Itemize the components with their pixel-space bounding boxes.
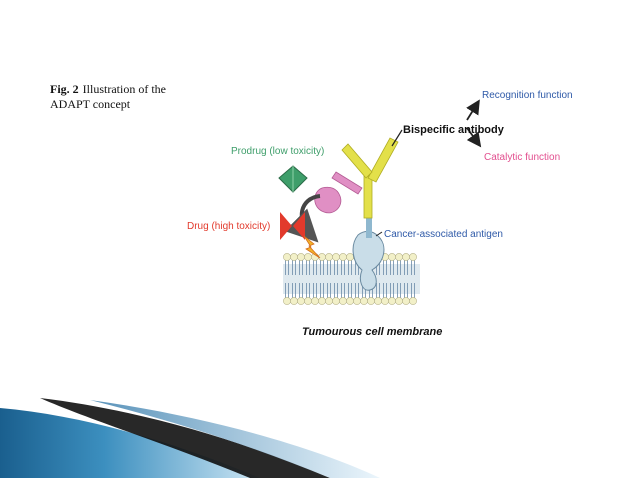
caption-label: Fig. 2 bbox=[50, 82, 79, 96]
cancer-antigen bbox=[352, 212, 385, 291]
drug-shape bbox=[280, 212, 305, 240]
antigen-label: Cancer-associated antigen bbox=[384, 229, 503, 240]
recognition-function-label: Recognition function bbox=[482, 90, 573, 101]
antibody-pointer bbox=[391, 129, 403, 147]
prodrug-label: Prodrug (low toxicity) bbox=[231, 146, 324, 157]
caption-text: Illustration of the ADAPT concept bbox=[50, 82, 166, 111]
bispecific-antibody-label: Bispecific antibody bbox=[403, 124, 505, 136]
bispecific-antibody bbox=[314, 137, 399, 219]
prodrug-shape bbox=[278, 165, 308, 193]
catalytic-function-label: Catalytic function bbox=[484, 152, 560, 163]
lightning-icon bbox=[303, 235, 321, 259]
recognition-arrow bbox=[466, 99, 480, 121]
conversion-arrow bbox=[284, 194, 321, 243]
drug-label: Drug (high toxicity) bbox=[187, 221, 270, 232]
membrane-label: Tumourous cell membrane bbox=[302, 326, 442, 338]
catalytic-arrow bbox=[466, 127, 482, 148]
cell-membrane bbox=[283, 253, 420, 305]
antigen-pointer bbox=[375, 231, 383, 237]
